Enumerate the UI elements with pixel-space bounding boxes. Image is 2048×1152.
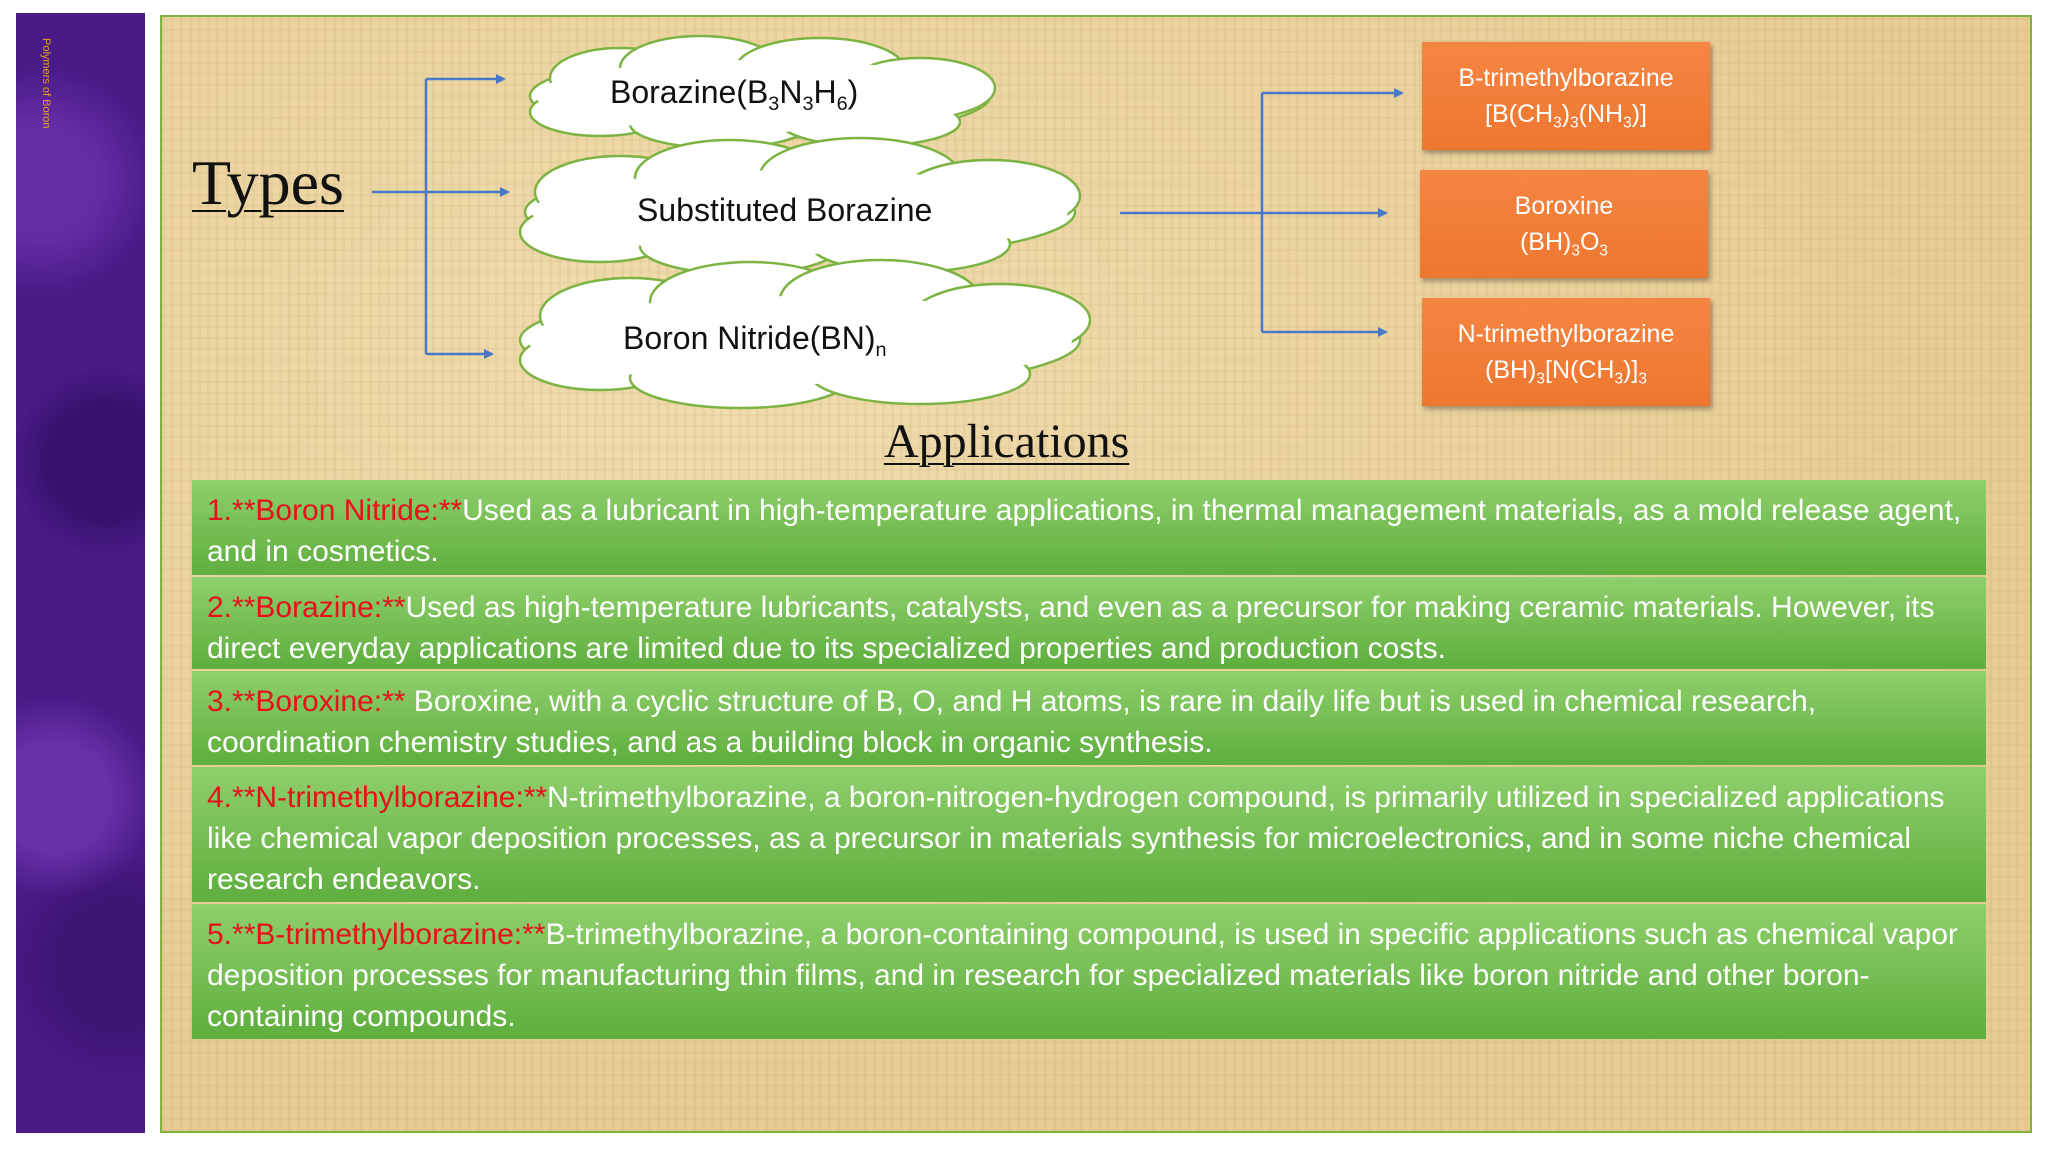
box-n-trimethylborazine-name: N-trimethylborazine [1457, 319, 1675, 348]
application-lead: 4.**N-trimethylborazine:** [207, 781, 548, 814]
application-lead: 2.**Borazine:** [207, 591, 406, 624]
application-lead: 3.**Boroxine:** [207, 685, 406, 718]
cloud-label-borazine: Borazine(B3N3H6) [610, 74, 859, 115]
box-b-trimethylborazine-name: B-trimethylborazine [1458, 63, 1674, 92]
cloud-label-boron-nitride: Boron Nitride(BN)n [623, 320, 887, 361]
sidebar-title: Polymers of Boron [40, 38, 52, 129]
cloud-boron-nitride [518, 258, 1092, 410]
box-boroxine: Boroxine (BH)3O3 [1420, 170, 1708, 278]
application-item-n-trimethylborazine: 4.**N-trimethylborazine:**N-trimethylbor… [192, 767, 1986, 902]
application-text: Used as a lubricant in high-temperature … [207, 494, 1962, 568]
application-text: Used as high-temperature lubricants, cat… [207, 591, 1935, 665]
box-n-trimethylborazine: N-trimethylborazine (BH)3[N(CH3)]3 [1422, 298, 1710, 406]
box-b-trimethylborazine: B-trimethylborazine [B(CH3)3(NH3)] [1422, 42, 1710, 150]
application-item-boroxine: 3.**Boroxine:** Boroxine, with a cyclic … [192, 671, 1986, 765]
applications-heading: Applications [884, 415, 1130, 468]
application-item-b-trimethylborazine: 5.**B-trimethylborazine:**B-trimethylbor… [192, 904, 1986, 1039]
box-boroxine-name: Boroxine [1514, 191, 1614, 220]
sidebar-band: Polymers of Boron [16, 13, 145, 1133]
application-text: N-trimethylborazine, a boron-nitrogen-hy… [207, 781, 1945, 896]
application-lead: 1.**Boron Nitride:** [207, 494, 463, 527]
application-text: Boroxine, with a cyclic structure of B, … [207, 685, 1817, 759]
application-lead: 5.**B-trimethylborazine:** [207, 918, 546, 951]
types-heading: Types [192, 147, 344, 218]
substituted-connector [1120, 88, 1404, 337]
application-item-borazine: 2.**Borazine:**Used as high-temperature … [192, 577, 1986, 669]
application-text: B-trimethylborazine, a boron-containing … [207, 918, 1958, 1033]
cloud-label-substituted-borazine: Substituted Borazine [637, 192, 933, 228]
types-connector [372, 74, 510, 359]
application-item-boron-nitride: 1.**Boron Nitride:**Used as a lubricant … [192, 480, 1986, 575]
cloud-borazine [528, 34, 997, 150]
box-boroxine-formula: (BH)3O3 [1519, 228, 1609, 260]
box-n-trimethylborazine-formula: (BH)3[N(CH3)]3 [1485, 356, 1647, 388]
box-b-trimethylborazine-formula: [B(CH3)3(NH3)] [1485, 100, 1647, 132]
